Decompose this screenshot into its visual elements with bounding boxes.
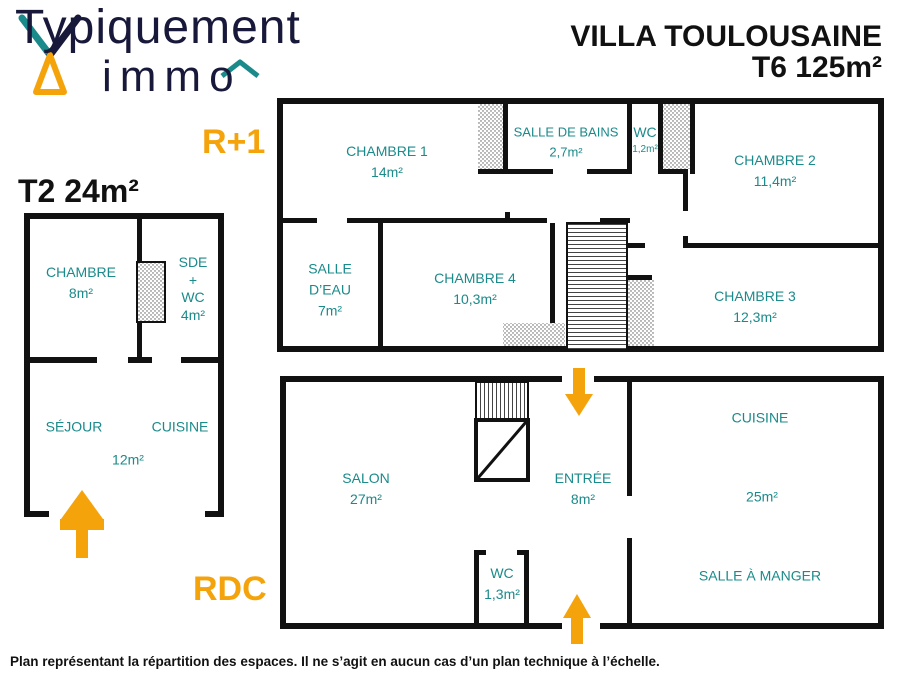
room-area: 14m² [371, 164, 403, 180]
room-area: 27m² [350, 491, 382, 507]
main-entry-arrow [563, 594, 591, 644]
logo-y-icon [18, 14, 82, 95]
t2-entry-arrow [60, 490, 104, 558]
ground-floor-plan [280, 376, 884, 629]
room-name: + [188, 271, 198, 288]
room-area: 1,3m² [484, 586, 520, 602]
room-area: 10,3m² [453, 291, 497, 307]
logo-line2: immo [102, 52, 242, 101]
room-name: WC [490, 565, 514, 581]
room-name: SALON [342, 470, 390, 486]
room-name: CHAMBRE 3 [714, 288, 796, 304]
ground-staircase [474, 381, 530, 482]
room-name: WC [633, 124, 657, 140]
room-salon: SALON 27m² [342, 468, 389, 510]
room-area: 4m² [180, 306, 206, 323]
t2-title: T2 24m² [18, 173, 139, 209]
room-t2-cuisine: CUISINE [151, 418, 209, 435]
room-t2-sejour: SÉJOUR [45, 418, 103, 435]
room-chambre1: CHAMBRE 1 14m² [346, 141, 428, 183]
logo-house-icon [220, 59, 260, 78]
room-name: D’EAU [308, 281, 351, 298]
room-name: SDE [178, 254, 208, 270]
room-name: ENTRÉE [554, 470, 612, 486]
room-chambre4: CHAMBRE 4 10,3m² [434, 268, 516, 310]
room-cuisine: CUISINE [731, 409, 789, 426]
t2-plan [24, 213, 224, 517]
room-wc-upper: WC 1,2m² [632, 122, 658, 156]
room-area: 8m² [68, 285, 94, 301]
room-area: 11,4m² [753, 173, 797, 189]
room-salle-eau: SALLE D’EAU 7m² [308, 259, 352, 322]
room-name: CHAMBRE [45, 264, 117, 280]
room-entree: ENTRÉE 8m² [555, 468, 612, 510]
villa-title: VILLA TOULOUSAINE [570, 20, 882, 53]
room-name: CHAMBRE 4 [434, 270, 516, 286]
level-ground: RDC [193, 570, 267, 608]
room-area: 2,7m² [549, 144, 583, 159]
room-area: 7m² [317, 302, 343, 319]
room-area: 8m² [570, 491, 596, 507]
room-area: 12,3m² [733, 309, 777, 325]
room-chambre3: CHAMBRE 3 12,3m² [714, 286, 796, 328]
room-salle-manger: SALLE À MANGER [698, 567, 822, 584]
room-area: 1,2m² [632, 144, 658, 155]
room-t2-chambre: CHAMBRE 8m² [46, 262, 116, 304]
room-name: WC [181, 289, 205, 305]
room-cuisine-area: 25m² [746, 488, 778, 505]
stairs-down-arrow [565, 368, 593, 416]
room-name: CHAMBRE 1 [346, 143, 428, 159]
room-sdb: SALLE DE BAINS 2,7m² [514, 123, 619, 162]
room-t2-area: 12m² [112, 451, 144, 468]
room-name: SALLE [308, 260, 352, 277]
villa-subtitle: T6 125m² [751, 51, 882, 84]
level-upper: R+1 [202, 123, 266, 161]
disclaimer: Plan représentant la répartition des esp… [10, 654, 660, 669]
room-name: CHAMBRE 2 [734, 152, 816, 168]
room-name: SALLE DE BAINS [513, 124, 619, 140]
room-t2-sde: SDE + WC 4m² [179, 254, 208, 324]
upper-staircase [566, 222, 628, 351]
room-wc-ground: WC 1,3m² [484, 563, 520, 605]
logo-line1: Typiquement [15, 1, 301, 54]
room-chambre2: CHAMBRE 2 11,4m² [734, 150, 816, 192]
